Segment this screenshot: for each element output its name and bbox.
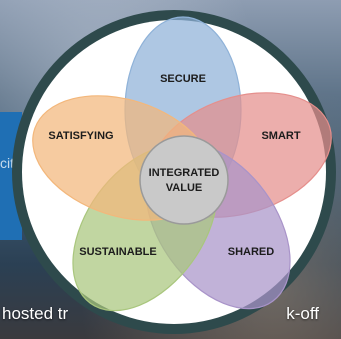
background-side-text: cit [0,155,14,171]
petal-label-secure: SECURE [160,73,206,85]
petal-label-satisfying: SATISFYING [48,130,113,142]
petal-label-sustainable: SUSTAINABLE [79,246,156,258]
petal-label-smart: SMART [261,130,300,142]
center-circle [139,135,229,225]
background-caption-right: k-off [286,304,319,323]
center-label-line1: INTEGRATED [149,167,220,179]
background-caption-left: hosted tr [2,304,69,323]
petal-label-shared: SHARED [228,246,275,258]
center-label-line2: VALUE [166,182,202,194]
